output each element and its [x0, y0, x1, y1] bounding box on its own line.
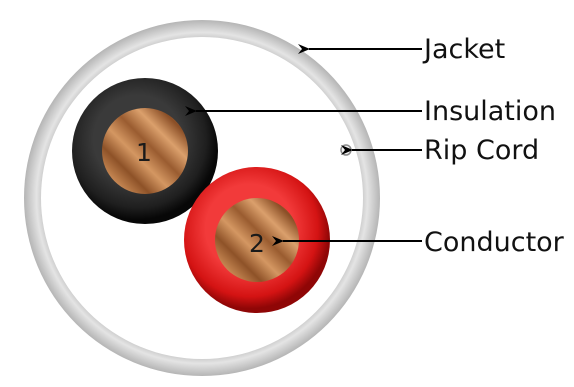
wire-1-number: 1 — [136, 138, 152, 167]
label-insulation: Insulation — [424, 96, 556, 127]
label-jacket: Jacket — [422, 34, 505, 65]
wire-2: 2 — [184, 167, 330, 313]
callout-labels: Jacket Insulation Rip Cord Conductor — [422, 34, 565, 258]
wire-2-conductor — [215, 198, 299, 282]
wire-2-number: 2 — [249, 229, 265, 258]
wire-1-conductor — [102, 108, 188, 194]
rip-cord — [340, 144, 352, 156]
label-conductor: Conductor — [424, 227, 565, 258]
label-rip-cord: Rip Cord — [424, 135, 539, 166]
wire-1: 1 — [72, 78, 218, 224]
leader-lines — [185, 44, 422, 246]
